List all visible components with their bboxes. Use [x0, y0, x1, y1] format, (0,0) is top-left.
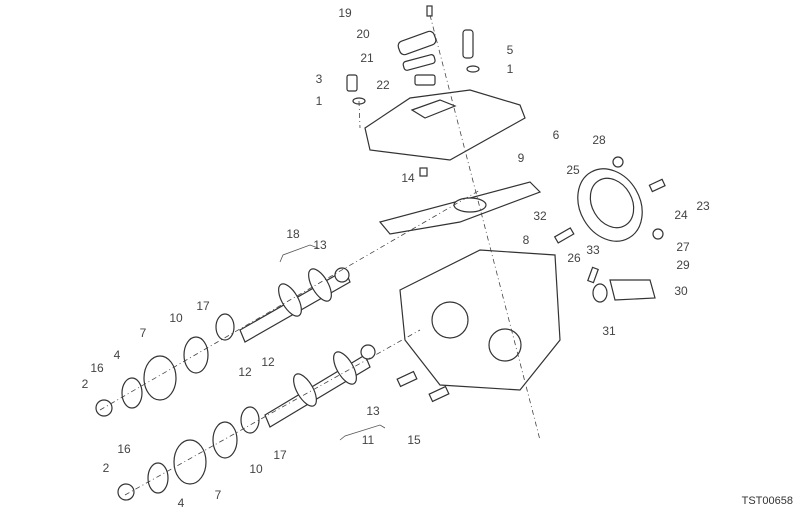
- callout-13: 13: [366, 404, 380, 418]
- breather-gasket: [402, 54, 436, 71]
- screw-28: [612, 156, 624, 168]
- camshaft-lower: [264, 344, 376, 428]
- callout-2: 2: [102, 461, 110, 475]
- callout-17: 17: [273, 448, 287, 462]
- callout-2: 2: [81, 377, 89, 391]
- callout-19: 19: [338, 6, 352, 20]
- callout-13: 13: [313, 238, 327, 252]
- bolt-3: [346, 74, 358, 92]
- bolt-15b: [428, 385, 450, 403]
- seal-17: [215, 313, 235, 341]
- callout-4: 4: [113, 348, 121, 362]
- water-outlet: [609, 279, 656, 301]
- cylinder-head: [399, 249, 561, 391]
- callout-5: 5: [506, 43, 514, 57]
- callout-29: 29: [676, 258, 690, 272]
- spark-plug-seal: [453, 197, 487, 213]
- callout-26: 26: [567, 251, 581, 265]
- callout-24: 24: [674, 208, 688, 222]
- callout-9: 9: [517, 151, 525, 165]
- callout-20: 20: [356, 27, 370, 41]
- callout-21: 21: [360, 51, 374, 65]
- callout-18: 18: [286, 227, 300, 241]
- thermostat-bore: [589, 177, 635, 229]
- gear-7: [143, 355, 177, 401]
- valve-cover: [364, 89, 526, 161]
- head-port-2: [488, 328, 522, 362]
- callout-30: 30: [674, 284, 688, 298]
- bracket-18: [279, 244, 319, 263]
- drawing-code: TST00658: [741, 495, 793, 507]
- screw-19: [426, 5, 433, 17]
- bolt-15a: [396, 370, 418, 388]
- axis-line-vertical: [429, 14, 541, 441]
- dowel-14: [419, 167, 428, 177]
- callout-1: 1: [506, 62, 514, 76]
- callout-27: 27: [676, 240, 690, 254]
- seal-17b: [240, 406, 260, 434]
- plate-4: [121, 377, 143, 409]
- axis-line-upper: [99, 189, 481, 411]
- callout-33: 33: [586, 243, 600, 257]
- callout-12: 12: [238, 365, 252, 379]
- gear-7b: [173, 439, 207, 485]
- nut-2b: [117, 483, 135, 501]
- callout-16: 16: [90, 361, 104, 375]
- breather-fitting: [397, 30, 437, 56]
- callout-12: 12: [261, 355, 275, 369]
- callout-16: 16: [117, 442, 131, 456]
- bracket-11: [339, 424, 386, 441]
- o-ring-31: [592, 283, 608, 303]
- callout-11: 11: [361, 433, 375, 447]
- axis-line-lower: [124, 329, 421, 496]
- bolt-5: [462, 29, 474, 59]
- sensor-32: [553, 227, 575, 244]
- callout-8: 8: [522, 233, 530, 247]
- callout-25: 25: [566, 163, 580, 177]
- callout-10: 10: [249, 462, 263, 476]
- callout-15: 15: [407, 433, 421, 447]
- callout-17: 17: [196, 299, 210, 313]
- callout-6: 6: [552, 128, 560, 142]
- clip: [414, 74, 436, 86]
- washer-1b: [466, 65, 480, 73]
- head-port: [431, 301, 469, 339]
- cover-opening: [410, 99, 457, 119]
- axis-line-bolt: [358, 100, 361, 129]
- callout-32: 32: [533, 209, 547, 223]
- callout-3: 3: [315, 72, 323, 86]
- pin-26: [587, 266, 599, 284]
- pulley-10b: [212, 421, 238, 459]
- nut-27: [652, 228, 664, 240]
- plate-4b: [147, 462, 169, 494]
- callout-1: 1: [315, 94, 323, 108]
- callout-23: 23: [696, 199, 710, 213]
- pulley-10: [183, 336, 209, 374]
- callout-7: 7: [139, 326, 147, 340]
- callout-31: 31: [602, 324, 616, 338]
- callout-28: 28: [592, 133, 606, 147]
- callout-7: 7: [214, 488, 222, 502]
- sensor-23: [648, 178, 666, 193]
- callout-4: 4: [177, 496, 185, 510]
- camshaft-upper: [239, 267, 351, 343]
- callout-22: 22: [376, 78, 390, 92]
- callout-14: 14: [401, 171, 415, 185]
- callout-10: 10: [169, 311, 183, 325]
